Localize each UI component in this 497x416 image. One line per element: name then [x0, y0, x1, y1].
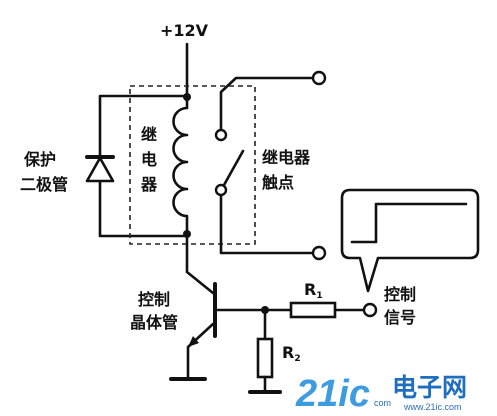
relay-contact-label-1: 继电器 — [262, 148, 311, 167]
watermark-brand: 21ic — [295, 373, 370, 415]
fixed-contact — [214, 128, 228, 142]
protect-diode-label-1: 保护 — [23, 150, 56, 169]
collector-wire — [185, 232, 215, 295]
relay-coil-label-2: 电 — [141, 150, 157, 169]
r2-label-main: R — [282, 343, 294, 362]
transistor-label-2: 晶体管 — [130, 313, 178, 332]
control-signal-label-1: 控制 — [384, 285, 416, 304]
relay-coil-label-1: 继 — [141, 125, 157, 144]
watermark-domain: com — [374, 398, 391, 408]
control-signal-terminal — [362, 302, 378, 318]
signal-callout-bubble — [340, 188, 480, 293]
relay-coil-label-3: 器 — [140, 175, 158, 194]
supply-label: +12V — [160, 21, 209, 40]
switch-blade — [222, 149, 245, 187]
emitter-wire — [186, 322, 215, 380]
contact-upper-wire — [219, 76, 314, 131]
r1-label-main: R — [304, 280, 316, 299]
resistor-r1 — [289, 301, 337, 319]
step-waveform-icon — [350, 202, 468, 244]
control-signal-label-2: 信号 — [384, 308, 416, 327]
r1-label-sub: 1 — [316, 291, 322, 301]
emitter-arrow-icon — [188, 336, 199, 347]
contact-terminal-upper — [311, 70, 327, 86]
relay-contact-label-2: 触点 — [261, 173, 294, 192]
watermark-suffix: 电子网 — [392, 373, 467, 402]
moving-contact — [214, 183, 228, 197]
watermark-url: www.21ic.com — [403, 402, 462, 412]
r2-label: R2 — [282, 343, 301, 364]
diode-triangle-icon — [85, 156, 115, 183]
contact-lower-wire — [219, 194, 315, 255]
relay-coil — [172, 96, 189, 236]
transistor-label-1: 控制 — [138, 290, 170, 309]
resistor-r2 — [256, 337, 274, 379]
relay-enclosure — [129, 85, 256, 245]
r2-label-sub: 2 — [294, 354, 300, 364]
protect-diode-label-2: 二极管 — [20, 175, 68, 194]
contact-terminal-lower — [311, 245, 327, 261]
r1-label: R1 — [304, 280, 323, 301]
